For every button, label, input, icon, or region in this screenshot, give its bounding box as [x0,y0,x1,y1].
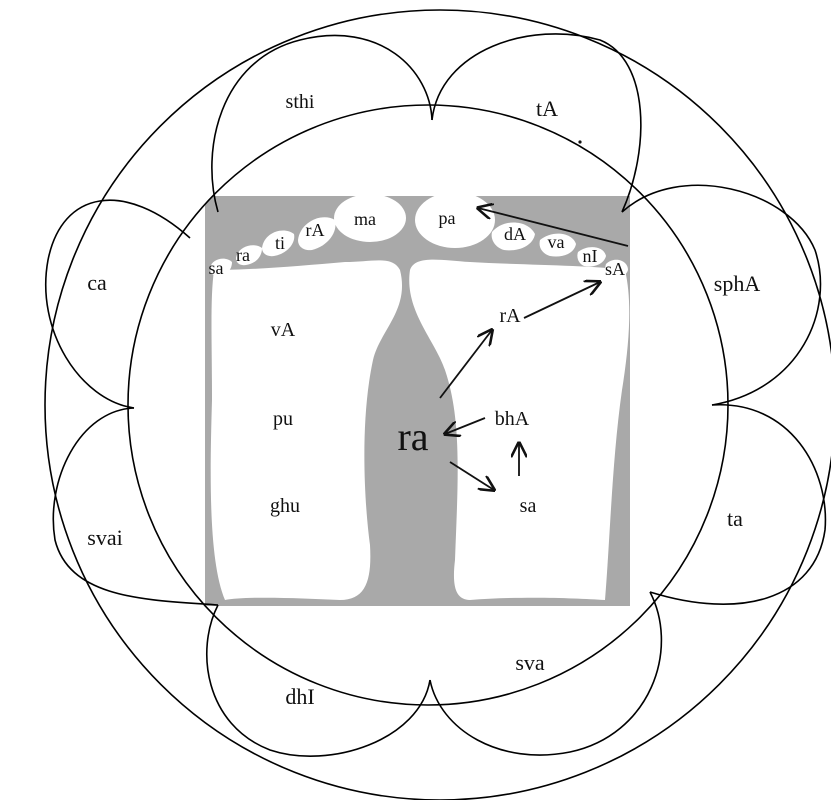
petal-label-top-left: sthi [286,91,315,113]
petal-label-right-upper: sphA [714,271,761,296]
sole-label-right-1: rA [499,305,521,327]
toe-label-right-3: va [548,232,565,252]
toe-label-left-1: sa [209,258,224,278]
toe-label-left-4: rA [306,220,325,240]
toe-label-left-3: ti [275,233,285,253]
sole-label-left-3: ghu [270,495,300,517]
petal-label-left-lower: svai [87,525,122,550]
footprint-panel [205,192,630,606]
petal-label-bottom-right: sva [515,650,545,675]
toe-label-left-5: ma [354,209,376,229]
sole-label-left-2: pu [273,408,293,430]
sole-label-left-1: vA [271,319,296,341]
toe-label-right-5: sA [605,259,625,279]
center-label: ra [397,414,428,459]
toe-label-right-1: pa [439,208,456,228]
petal-label-bottom-left: dhI [285,684,314,709]
toe-label-left-2: ra [236,245,250,265]
petal-label-top-right: tA [536,96,558,121]
petal-label-left-upper: ca [87,270,107,295]
toe-label-right-2: dA [504,224,526,244]
toe-label-right-4: nI [583,246,598,266]
petal-label-right-lower: ta [727,506,743,531]
sole-label-right-3: sa [520,495,537,517]
sole-label-right-2: bhA [495,408,530,430]
stray-dot [578,140,581,143]
